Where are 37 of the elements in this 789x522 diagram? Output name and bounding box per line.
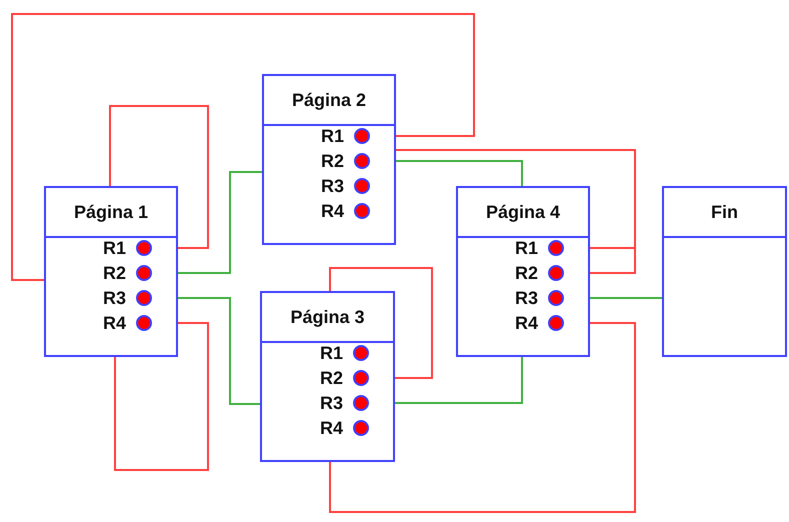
- page-box: [662, 186, 787, 357]
- page-title: Página 2: [292, 90, 366, 110]
- connector-line: [109, 105, 209, 249]
- option-label: R1: [514, 238, 538, 258]
- option-label: R2: [102, 262, 126, 284]
- page-title: Página 4: [486, 202, 560, 222]
- connector-line: [11, 13, 475, 282]
- option-label: R3: [514, 288, 538, 308]
- option-label: R2: [320, 368, 343, 388]
- connector-line: [176, 297, 260, 405]
- option-label: R2: [320, 150, 344, 172]
- connector-line: [329, 322, 636, 513]
- option-label: R1: [102, 238, 126, 258]
- page-title: Página 3: [290, 306, 365, 328]
- option-label: R3: [102, 288, 126, 308]
- option-label: R4: [102, 312, 126, 334]
- option-label: R4: [320, 418, 343, 438]
- page-box: [44, 186, 178, 357]
- option-label: R4: [514, 312, 538, 334]
- connector-line: [394, 160, 523, 186]
- connector-line: [396, 149, 636, 274]
- option-label: R1: [320, 342, 343, 364]
- option-label: R1: [320, 126, 344, 146]
- connector-line: [114, 322, 209, 471]
- option-label: R3: [320, 176, 344, 196]
- page-box: [262, 74, 396, 245]
- connector-line: [588, 297, 662, 299]
- page-box: [456, 186, 590, 357]
- option-label: R3: [320, 392, 343, 414]
- connector-line: [329, 267, 433, 379]
- page-title: Página 1: [74, 202, 148, 222]
- connector-line: [393, 357, 523, 404]
- option-label: R2: [514, 262, 538, 284]
- option-label: R4: [320, 200, 344, 222]
- page-box: [260, 291, 395, 462]
- connector-line: [176, 171, 262, 274]
- page-title: Fin: [711, 202, 738, 222]
